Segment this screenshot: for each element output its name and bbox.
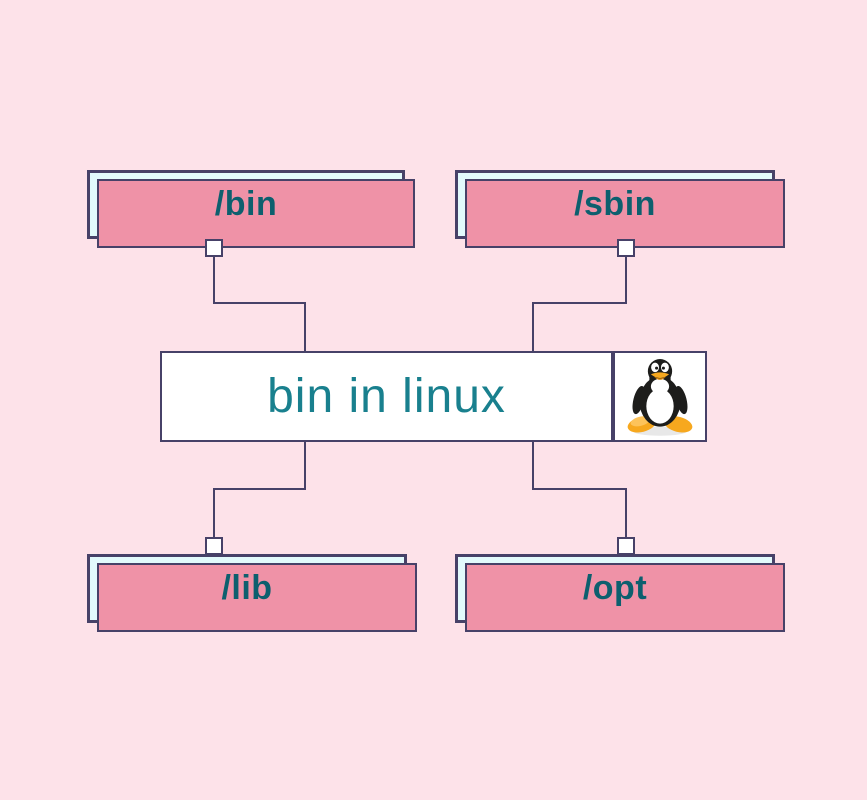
node-bin: /bin bbox=[87, 170, 415, 248]
port-opt bbox=[617, 537, 635, 555]
port-sbin bbox=[617, 239, 635, 257]
node-opt: /opt bbox=[455, 554, 785, 632]
diagram-title: bin in linux bbox=[267, 370, 506, 423]
port-bin bbox=[205, 239, 223, 257]
tux-penguin-icon bbox=[627, 358, 693, 436]
tux-icon-box bbox=[613, 351, 707, 442]
center-title-box: bin in linux bbox=[160, 351, 613, 442]
node-lib: /lib bbox=[87, 554, 417, 632]
node-sbin-label: /sbin bbox=[574, 185, 656, 223]
node-sbin: /sbin bbox=[455, 170, 785, 248]
node-bin-label: /bin bbox=[214, 185, 278, 223]
port-lib bbox=[205, 537, 223, 555]
node-lib-label: /lib bbox=[221, 569, 273, 607]
node-opt-label: /opt bbox=[582, 569, 648, 607]
